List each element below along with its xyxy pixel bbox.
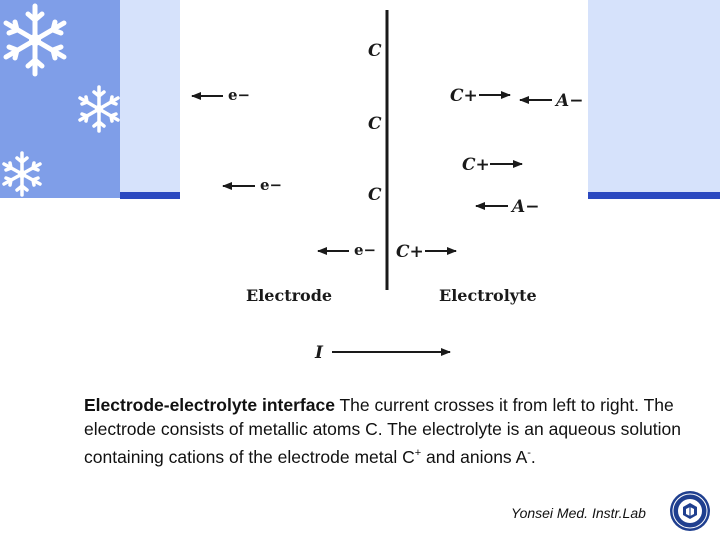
electrode-label: Electrode — [246, 286, 332, 305]
snowflake-small-icon — [2, 151, 42, 197]
right-light-panel — [588, 0, 720, 192]
caption-text-end: . — [530, 446, 536, 467]
left-light-panel — [120, 0, 180, 192]
cation-label: C+ — [396, 242, 424, 262]
carbon-atom-label: C — [368, 114, 382, 134]
university-seal-icon — [670, 491, 710, 531]
current-label: I — [314, 343, 324, 363]
left-accent-bar — [120, 192, 180, 199]
anion-label: A− — [510, 197, 539, 217]
footer-credit: Yonsei Med. Instr.Lab — [511, 505, 646, 521]
electron-label: e− — [354, 241, 376, 259]
caption-superscript-plus: + — [414, 447, 422, 459]
caption-title: Electrode-electrolyte interface — [84, 395, 335, 415]
electrode-electrolyte-diagram: C C C e− e− e− C+ C+ C+ A− A− Electrode … — [191, 10, 583, 363]
caption-text-anions: and anions A — [421, 446, 528, 467]
electrolyte-label: Electrolyte — [439, 286, 537, 305]
carbon-atom-label: C — [368, 41, 382, 61]
caption-superscript-minus: - — [527, 447, 531, 459]
cation-label: C+ — [450, 86, 478, 106]
electron-label: e− — [260, 176, 282, 194]
snowflake-large-icon — [3, 3, 67, 77]
caption-text: The current crosses it from left to righ… — [84, 395, 681, 467]
anion-label: A− — [554, 91, 583, 111]
snowflake-medium-icon — [78, 85, 120, 133]
electron-label: e− — [228, 86, 250, 104]
right-accent-bar — [588, 192, 720, 199]
figure-caption: Electrode-electrolyte interface The curr… — [84, 393, 684, 469]
cation-label: C+ — [462, 155, 490, 175]
carbon-atom-label: C — [368, 185, 382, 205]
